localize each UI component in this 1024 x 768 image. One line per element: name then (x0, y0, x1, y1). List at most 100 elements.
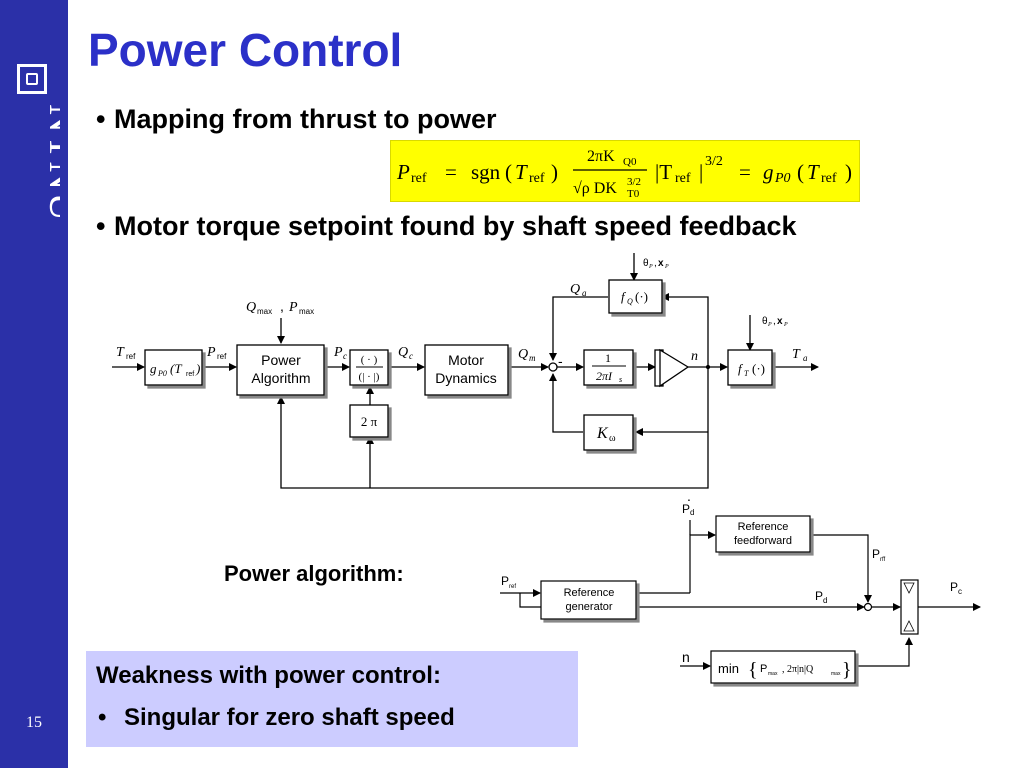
min-block (710, 650, 856, 684)
formula-eq1: = (445, 160, 457, 184)
g-block (144, 349, 203, 386)
brand-wordmark: NTNU (41, 104, 60, 223)
ft-block (727, 349, 773, 386)
pa-ref-gen-2: generator (565, 601, 612, 613)
formula-lparen2: ( (797, 160, 804, 184)
bullet-text: Mapping from thrust to power (114, 104, 497, 134)
label-div-top: ( · ) (361, 354, 378, 366)
sidebar: NTNU 15 (0, 0, 68, 768)
formula-den-exp: 3/2 (627, 176, 641, 188)
formula-den: √ρ DK (573, 180, 617, 197)
reference-generator-block (540, 580, 637, 620)
formula-g: g (763, 160, 774, 184)
pa-min-args-sub2: max (831, 671, 841, 677)
label-motor-1: Motor (448, 352, 484, 368)
formula-abs-close: | (699, 160, 703, 184)
label-g-arg-sub: ref (186, 371, 194, 378)
thrust-power-formula: P ref = sgn ( T ref ) 2πK Q0 √ρ DK 3/2 T… (396, 148, 852, 200)
formula-box: P ref = sgn ( T ref ) 2πK Q0 √ρ DK 3/2 T… (390, 140, 860, 202)
formula-lparen1: ( (505, 160, 512, 184)
label-minus: - (558, 353, 563, 369)
pa-pc: P (950, 580, 958, 594)
formula-abs-sub: ref (675, 171, 691, 186)
label-theta-top: θ (643, 258, 649, 269)
ntnu-logo-icon (17, 64, 47, 94)
power-algorithm-block (236, 344, 325, 396)
label-ft: f (738, 361, 744, 376)
bullet-item: •Mapping from thrust to power (96, 104, 497, 134)
label-power-2: Algorithm (251, 370, 310, 386)
brand-text: NTNU (41, 104, 60, 223)
k-omega-block (583, 414, 634, 451)
pa-ref-gen-1: Reference (564, 587, 615, 599)
label-qmax-sub: max (257, 307, 272, 316)
formula-abs: |T (655, 160, 672, 184)
label-fq-sub: Q (627, 297, 633, 306)
label-t-ref: T (116, 345, 125, 360)
slide-title: Power Control (88, 24, 403, 76)
label-pmax: P (288, 300, 298, 315)
label-fq-arg: (·) (635, 289, 648, 304)
saturation-block (900, 579, 919, 635)
label-theta-top-sub: P (648, 264, 653, 270)
fq-block (608, 279, 663, 314)
label-p-ref: P (206, 345, 216, 360)
label-p-ref-sub: ref (217, 352, 227, 361)
label-n: n (691, 349, 698, 364)
pa-min: min (718, 661, 739, 676)
formula-p: P (396, 160, 410, 184)
label-qm-sub: m (529, 353, 536, 363)
formula-eq2: = (739, 160, 751, 184)
label-ft-arg: (·) (752, 361, 765, 376)
label-k-sub: ω (609, 433, 616, 444)
label-inertia-sub: s (619, 375, 622, 384)
bullet-text: Motor torque setpoint found by shaft spe… (114, 211, 797, 241)
formula-t2: T (807, 160, 820, 184)
formula-num: 2πK (587, 148, 615, 165)
two-pi-block (349, 404, 389, 438)
label-inertia-num: 1 (605, 351, 611, 365)
weakness-box: Weakness with power control: •Singular f… (86, 651, 578, 747)
svg-text:}: } (842, 659, 852, 681)
pa-pd-dot: P (682, 502, 690, 516)
label-k: K (596, 425, 609, 442)
pa-pc-sub: c (958, 587, 962, 596)
label-qc: Q (398, 345, 408, 360)
formula-t-sub: ref (529, 171, 545, 186)
formula-num-sub: Q0 (623, 156, 637, 168)
pa-pd: P (815, 589, 823, 603)
label-qa: Q (570, 282, 580, 297)
pa-min-args-rest: , 2π|n|Q (782, 664, 814, 675)
integrator-block (659, 348, 690, 388)
label-pmax-sub: max (299, 307, 314, 316)
label-ft-sub: T (744, 369, 749, 378)
label-theta-right: θ (762, 316, 768, 327)
motor-dynamics-block (424, 344, 509, 396)
reference-feedforward-block (715, 515, 811, 553)
weakness-item-text: Singular for zero shaft speed (124, 704, 455, 731)
slide-number: 15 (26, 714, 42, 731)
label-x-top-sub: P (664, 264, 669, 270)
label-power-1: Power (261, 352, 301, 368)
label-inertia-den: 2πI (596, 369, 613, 383)
formula-pow: 3/2 (705, 154, 723, 169)
pa-pref: P (501, 574, 509, 588)
label-two-pi: 2 π (361, 414, 378, 429)
label-x-top: x (658, 258, 664, 269)
label-theta-top-comma: , (654, 258, 657, 269)
formula-den-sub: T0 (627, 188, 640, 200)
label-pc-sub: c (343, 351, 347, 361)
label-x-right-sub: P (783, 322, 788, 328)
formula-rparen2: ) (845, 160, 852, 184)
label-g-close: ) (195, 361, 200, 376)
power-algorithm-label: Power algorithm: (224, 561, 404, 586)
pa-min-args-sub: max (768, 671, 778, 677)
label-pc: P (333, 345, 343, 360)
pa-ref-ff-2: feedforward (734, 535, 792, 547)
formula-g-sub: P0 (774, 171, 791, 186)
label-ta-sub: a (803, 353, 808, 363)
pa-ref-ff-1: Reference (738, 521, 789, 533)
formula-t2-sub: ref (821, 171, 837, 186)
label-motor-2: Dynamics (435, 370, 496, 386)
